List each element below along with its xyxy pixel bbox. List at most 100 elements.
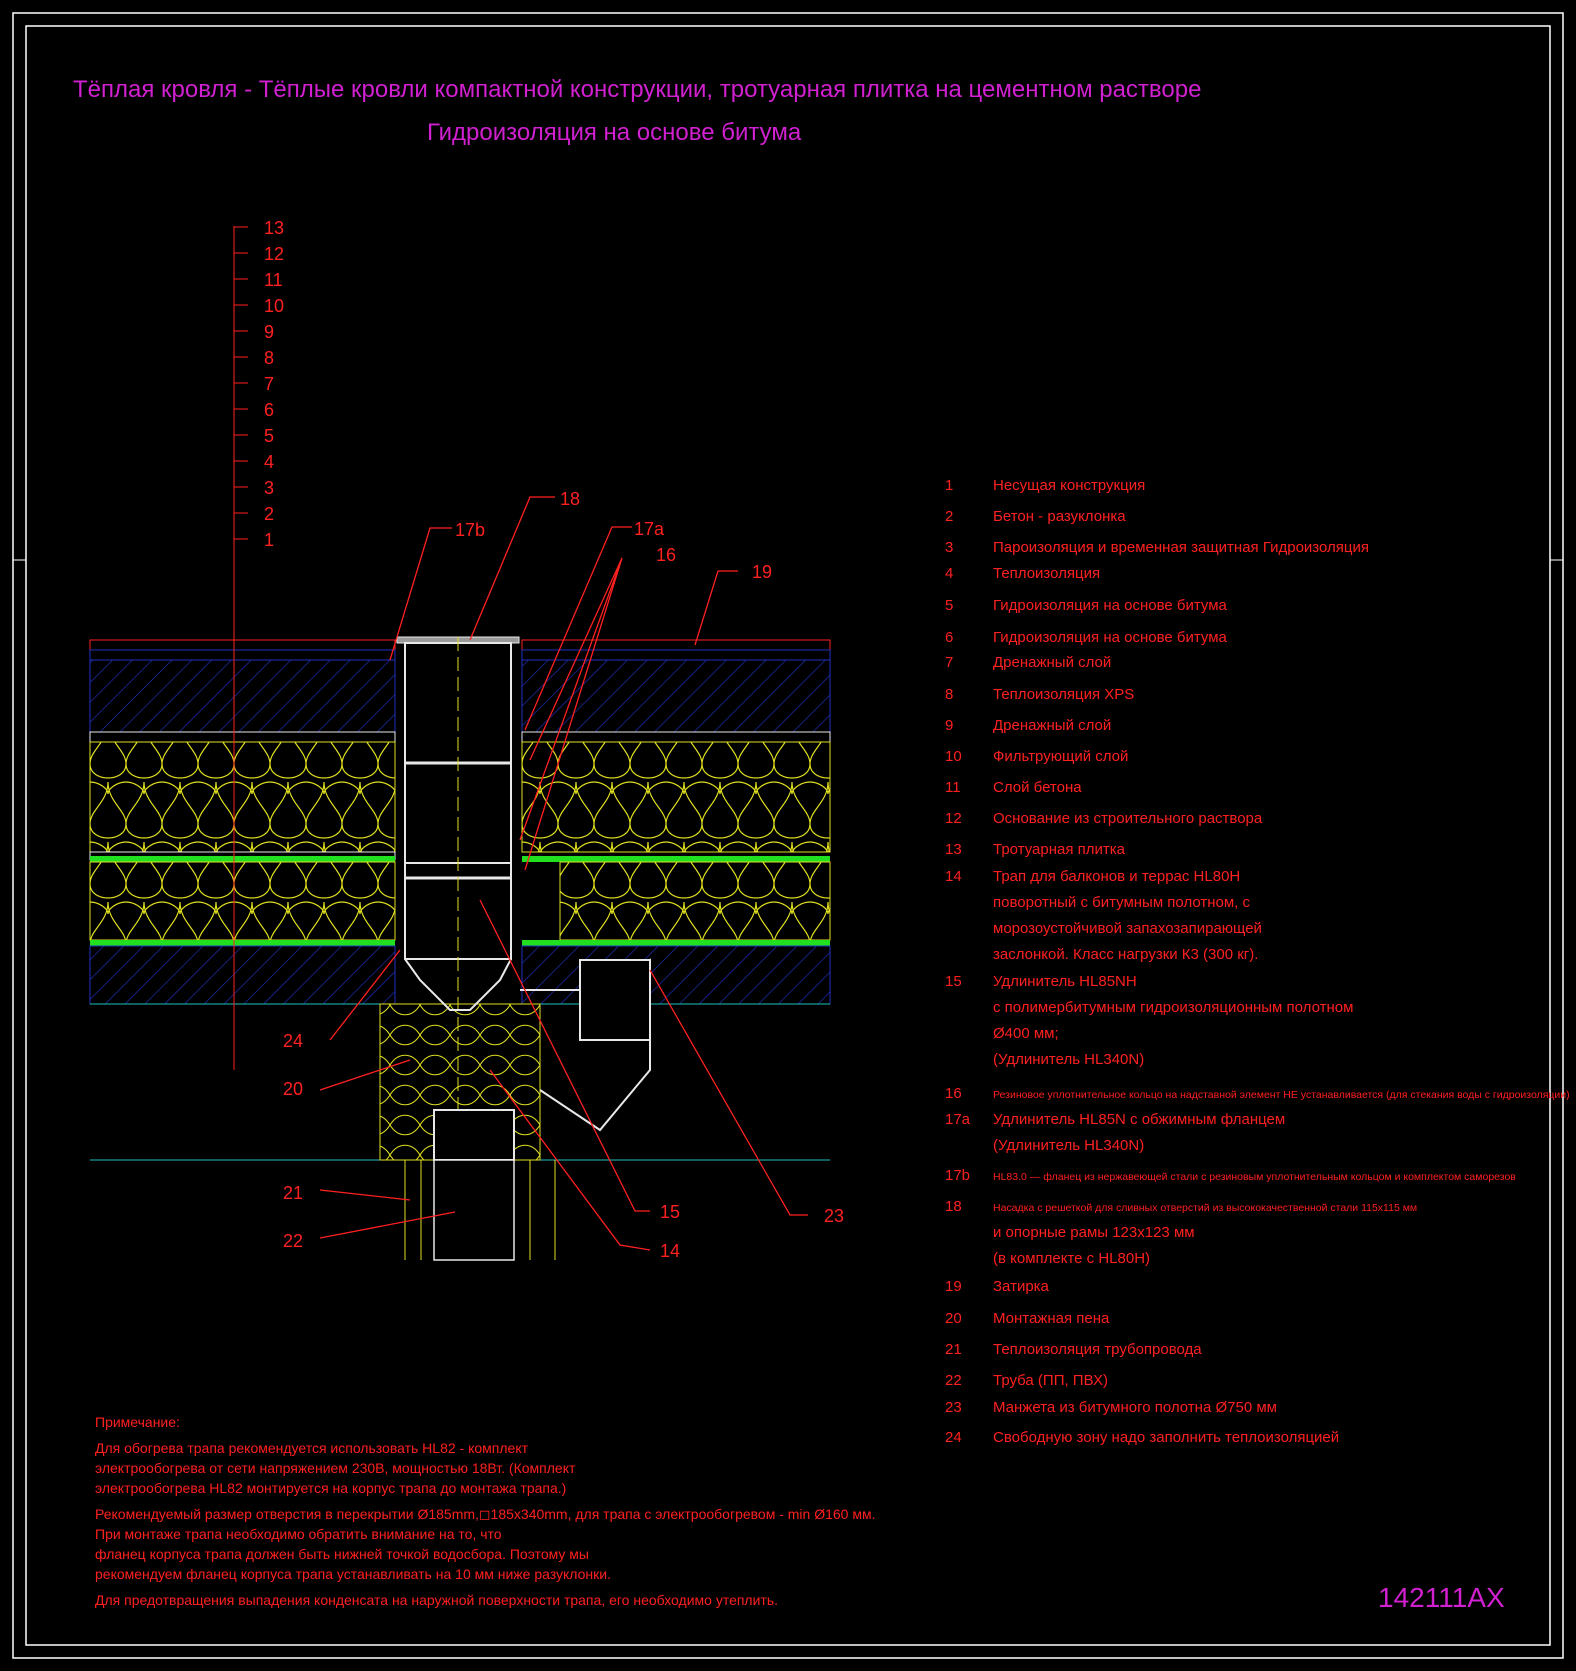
legend-text: поворотный с битумным полотном, с bbox=[993, 894, 1251, 911]
scale-number: 9 bbox=[264, 322, 274, 342]
leader-19 bbox=[694, 570, 738, 646]
callout-15: 15 bbox=[660, 1202, 680, 1222]
vapor-left bbox=[90, 940, 395, 946]
scale-number: 7 bbox=[264, 374, 274, 394]
callout-14: 14 bbox=[660, 1241, 680, 1261]
insulation-right bbox=[559, 861, 831, 941]
legend-text: Манжета из битумного полотна Ø750 мм bbox=[993, 1399, 1277, 1416]
leader-22 bbox=[319, 1211, 456, 1239]
legend-number: 5 bbox=[945, 597, 953, 614]
callout-17a: 17a bbox=[634, 519, 665, 539]
legend-text: морозоустойчивой запахозапирающей bbox=[993, 920, 1262, 937]
scale-number: 12 bbox=[264, 244, 284, 264]
scale-number: 4 bbox=[264, 452, 274, 472]
legend-number: 6 bbox=[945, 629, 953, 646]
scale-number: 10 bbox=[264, 296, 284, 316]
notes-line: электрообогрева HL82 монтируется на корп… bbox=[95, 1480, 566, 1496]
legend-text: Теплоизоляция трубопровода bbox=[993, 1341, 1202, 1358]
paving-left bbox=[89, 639, 396, 651]
outlet-socket bbox=[579, 959, 651, 1041]
legend-number: 9 bbox=[945, 717, 953, 734]
legend-number: 17b bbox=[945, 1167, 970, 1184]
callout-20: 20 bbox=[283, 1079, 303, 1099]
notes-line: Для обогрева трапа рекомендуется использ… bbox=[95, 1440, 529, 1456]
legend-text: Удлинитель HL85N с обжимным фланцем bbox=[993, 1111, 1285, 1128]
leader-15 bbox=[479, 899, 650, 1212]
callout-21: 21 bbox=[283, 1183, 303, 1203]
title-line-1: Тёплая кровля - Тёплые кровли компактной… bbox=[73, 76, 1201, 103]
callout-labels: 17b 18 17a 16 19 24 20 21 22 15 14 23 bbox=[283, 489, 844, 1261]
legend-text: Затирка bbox=[993, 1278, 1050, 1295]
notes-line: рекомендуем фланец корпуса трапа устанав… bbox=[95, 1566, 611, 1582]
legend-number: 8 bbox=[945, 686, 953, 703]
legend-number: 19 bbox=[945, 1278, 962, 1295]
callout-17b: 17b bbox=[455, 520, 485, 540]
leader-18 bbox=[469, 496, 555, 641]
notes-line: При монтаже трапа необходимо обратить вн… bbox=[95, 1526, 502, 1542]
membrane-right bbox=[522, 856, 830, 862]
legend-number: 16 bbox=[945, 1085, 962, 1102]
legend-number: 21 bbox=[945, 1341, 962, 1358]
legend-text: HL83.0 — фланец из нержавеющей стали с р… bbox=[993, 1171, 1516, 1183]
legend-text: (в комплекте с HL80H) bbox=[993, 1250, 1150, 1267]
legend-text: Теплоизоляция bbox=[993, 565, 1100, 582]
legend-text: Дренажный слой bbox=[993, 717, 1111, 734]
legend-text: Теплоизоляция XPS bbox=[993, 686, 1134, 703]
notes-heading: Примечание: bbox=[95, 1414, 180, 1430]
notes-line: фланец корпуса трапа должен быть нижней … bbox=[95, 1546, 589, 1562]
legend-text: Фильтрующий слой bbox=[993, 748, 1128, 765]
legend-text: заслонкой. Класс нагрузки К3 (300 кг). bbox=[993, 946, 1258, 963]
legend-text: Резиновое уплотнительное кольцо на надст… bbox=[993, 1089, 1570, 1101]
legend-number: 13 bbox=[945, 841, 962, 858]
mortar-right bbox=[521, 649, 831, 661]
vapor-right bbox=[522, 940, 830, 946]
legend-number: 10 bbox=[945, 748, 962, 765]
callout-19: 19 bbox=[752, 562, 772, 582]
legend-number: 3 bbox=[945, 539, 953, 556]
legend-number: 24 bbox=[945, 1429, 962, 1446]
leader-21 bbox=[319, 1189, 411, 1201]
title-line-2: Гидроизоляция на основе битума bbox=[427, 119, 802, 146]
legend-number: 12 bbox=[945, 810, 962, 827]
filter-right bbox=[521, 731, 831, 743]
scale-number: 3 bbox=[264, 478, 274, 498]
callout-22: 22 bbox=[283, 1231, 303, 1251]
scale-number: 2 bbox=[264, 504, 274, 524]
legend-number: 18 bbox=[945, 1198, 962, 1215]
filter-left bbox=[89, 731, 396, 743]
xps-right bbox=[521, 741, 831, 853]
leader-23 bbox=[649, 969, 808, 1216]
drawing-code: 142111AX bbox=[1378, 1582, 1505, 1613]
legend-text: Трап для балконов и террас HL80H bbox=[993, 868, 1240, 885]
membrane-left bbox=[90, 856, 395, 862]
leader-20 bbox=[319, 1059, 411, 1091]
notes-line: Рекомендуемый размер отверстия в перекры… bbox=[95, 1506, 876, 1522]
legend-text: Насадка с решеткой для сливных отверстий… bbox=[993, 1202, 1417, 1214]
slope-concrete-left bbox=[89, 945, 396, 1005]
legend-number: 20 bbox=[945, 1310, 962, 1327]
legend-text: Тротуарная плитка bbox=[993, 841, 1126, 858]
legend-number: 4 bbox=[945, 565, 953, 582]
legend-text: Бетон - разуклонка bbox=[993, 508, 1126, 525]
scale-number: 13 bbox=[264, 218, 284, 238]
legend-number: 2 bbox=[945, 508, 953, 525]
paving-right bbox=[521, 639, 831, 651]
callout-16: 16 bbox=[656, 545, 676, 565]
legend-text: (Удлинитель HL340N) bbox=[993, 1137, 1144, 1154]
legend-number: 11 bbox=[945, 779, 961, 796]
leader-17a bbox=[524, 526, 632, 731]
legend-text: Труба (ПП, ПВХ) bbox=[993, 1372, 1108, 1389]
legend-text: Свободную зону надо заполнить теплоизоля… bbox=[993, 1429, 1339, 1446]
leader-16 bbox=[519, 557, 623, 871]
leader-14 bbox=[489, 1069, 651, 1251]
legend-text: Основание из строительного раствора bbox=[993, 810, 1263, 827]
legend-text: с полимербитумным гидроизоляционным поло… bbox=[993, 999, 1353, 1016]
inner-frame bbox=[25, 25, 1551, 1646]
xps-left bbox=[89, 741, 396, 853]
legend-number: 14 bbox=[945, 868, 962, 885]
legend-text: и опорные рамы 123x123 мм bbox=[993, 1224, 1195, 1241]
legend-number: 17a bbox=[945, 1111, 971, 1128]
legend-text: Слой бетона bbox=[993, 779, 1082, 796]
